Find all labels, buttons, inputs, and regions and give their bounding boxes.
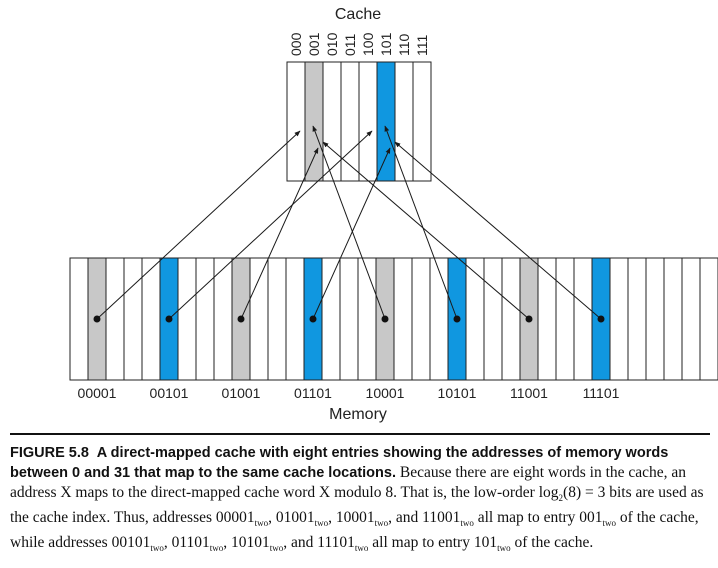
mapping-arrows bbox=[93, 125, 605, 323]
cache-entry-110 bbox=[394, 61, 414, 182]
memory-word bbox=[285, 257, 305, 381]
cache-index-label: 101 bbox=[378, 32, 394, 56]
memory-word bbox=[681, 257, 701, 381]
cache-index-label: 011 bbox=[342, 33, 358, 56]
memory-word-dot bbox=[453, 315, 461, 323]
memory-word bbox=[483, 257, 503, 381]
memory-word bbox=[123, 257, 143, 381]
mapping-arrow bbox=[240, 147, 319, 320]
memory-word bbox=[357, 257, 377, 381]
memory-word-dot bbox=[165, 315, 173, 323]
caption-lead: A direct-mapped cache with eight entries… bbox=[10, 445, 669, 481]
mapping-arrow bbox=[312, 147, 391, 320]
memory-word bbox=[555, 257, 575, 381]
memory-word bbox=[645, 257, 665, 381]
cache-entry-101 bbox=[376, 61, 396, 182]
cache-entry-011 bbox=[340, 61, 360, 182]
memory-address-label: 10101 bbox=[438, 385, 477, 401]
cache-index-label: 001 bbox=[306, 32, 322, 56]
memory-word bbox=[573, 257, 593, 381]
cache-index-label: 110 bbox=[396, 33, 412, 56]
memory-address-label: 01001 bbox=[222, 385, 261, 401]
memory-address-label: 11001 bbox=[510, 385, 548, 401]
memory-word bbox=[321, 257, 341, 381]
memory-address-labels: 00001 00101 01001 01101 10001 10101 11001 11101 bbox=[78, 385, 620, 401]
figure-caption: FIGURE 5.8 A direct-mapped cache with ei… bbox=[10, 433, 710, 558]
memory-word bbox=[195, 257, 215, 381]
memory-word-dot bbox=[381, 315, 389, 323]
memory-word bbox=[69, 257, 89, 381]
mapping-arrow bbox=[168, 130, 373, 320]
memory-address-label: 00001 bbox=[78, 385, 117, 401]
cache-block bbox=[286, 61, 432, 182]
cache-index-label: 010 bbox=[324, 32, 340, 56]
mapping-arrow bbox=[394, 141, 602, 320]
memory-word bbox=[537, 257, 557, 381]
memory-word bbox=[141, 257, 161, 381]
memory-word-dot bbox=[525, 315, 533, 323]
cache-index-label: 000 bbox=[288, 32, 304, 56]
memory-word bbox=[177, 257, 197, 381]
memory-word bbox=[429, 257, 449, 381]
figure-number: FIGURE 5.8 bbox=[10, 445, 89, 461]
cache-entry-010 bbox=[322, 61, 342, 182]
mapping-arrow bbox=[312, 125, 386, 320]
memory-word bbox=[267, 257, 287, 381]
caption-text: Because there are eight words in the cac… bbox=[10, 464, 687, 501]
memory-word bbox=[339, 257, 359, 381]
memory-word bbox=[465, 257, 485, 381]
memory-word bbox=[411, 257, 431, 381]
memory-word bbox=[663, 257, 683, 381]
memory-address-label: 01101 bbox=[294, 385, 332, 401]
cache-index-label: 111 bbox=[414, 35, 430, 56]
memory-address-label: 11101 bbox=[583, 385, 620, 401]
memory-word bbox=[105, 257, 125, 381]
memory-word bbox=[249, 257, 269, 381]
memory-word bbox=[213, 257, 233, 381]
cache-entry-111 bbox=[412, 61, 432, 182]
mapping-arrow bbox=[384, 125, 458, 320]
mapping-arrow bbox=[322, 141, 530, 320]
cache-index-label: 100 bbox=[360, 32, 376, 56]
memory-word bbox=[699, 257, 718, 381]
memory-word-dot bbox=[597, 315, 605, 323]
memory-word-dot bbox=[93, 315, 101, 323]
memory-word-dot bbox=[237, 315, 245, 323]
memory-word bbox=[609, 257, 629, 381]
memory-address-label: 00101 bbox=[150, 385, 189, 401]
memory-word-dot bbox=[309, 315, 317, 323]
memory-word bbox=[627, 257, 647, 381]
mapping-arrow bbox=[96, 130, 301, 320]
memory-word bbox=[501, 257, 521, 381]
memory-word bbox=[393, 257, 413, 381]
memory-address-label: 10001 bbox=[366, 385, 405, 401]
memory-title: Memory bbox=[329, 406, 387, 423]
cache-entry-100 bbox=[358, 61, 378, 182]
cache-title: Cache bbox=[335, 6, 381, 23]
cache-entry-001 bbox=[304, 61, 324, 182]
cache-entry-000 bbox=[286, 61, 306, 182]
